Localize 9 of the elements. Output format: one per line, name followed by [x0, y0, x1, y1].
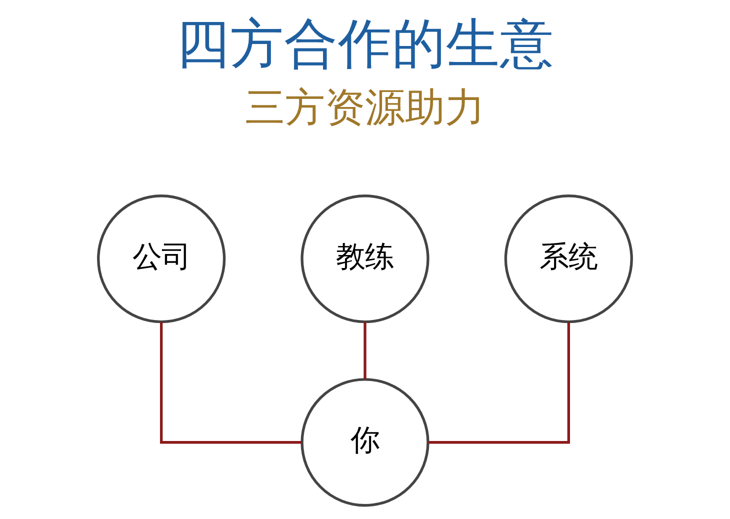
node-circle: 系统 — [504, 194, 633, 324]
diagram-title: 四方合作的生意 — [176, 12, 554, 75]
node-circle: 你 — [300, 378, 430, 507]
label: 三方资源助力 — [245, 84, 485, 131]
node-circle: 公司 — [97, 194, 226, 324]
connector — [428, 322, 570, 444]
node-circle: 教练 — [300, 194, 430, 324]
connector — [160, 322, 302, 444]
connector — [364, 322, 366, 380]
